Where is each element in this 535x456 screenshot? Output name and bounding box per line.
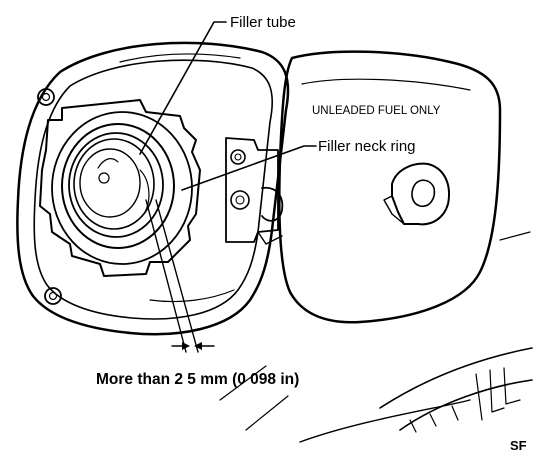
recess-bolt-top — [37, 88, 55, 106]
unleaded-fuel-only-text: UNLEADED FUEL ONLY — [312, 105, 441, 117]
fuel-door — [278, 50, 531, 324]
filler-neck-ring-leader — [181, 145, 317, 191]
filler-neck-ring-label: Filler neck ring — [318, 138, 416, 155]
filler-tube-leader — [139, 21, 227, 155]
hinge-bracket — [225, 137, 284, 245]
filler-tube-label: Filler tube — [230, 14, 296, 31]
fuel-recess-panel — [16, 41, 290, 336]
measurement-label: More than 2 5 mm (0 098 in) — [96, 371, 299, 388]
figure-code: SF — [510, 438, 527, 453]
door-latch — [383, 162, 450, 226]
filler-neck-ring-shape — [39, 99, 201, 277]
measurement-dimension — [145, 199, 215, 353]
recess-bolt-bottom — [44, 287, 62, 305]
car-body-lines — [219, 347, 533, 443]
filler-tube-shape — [61, 123, 175, 249]
